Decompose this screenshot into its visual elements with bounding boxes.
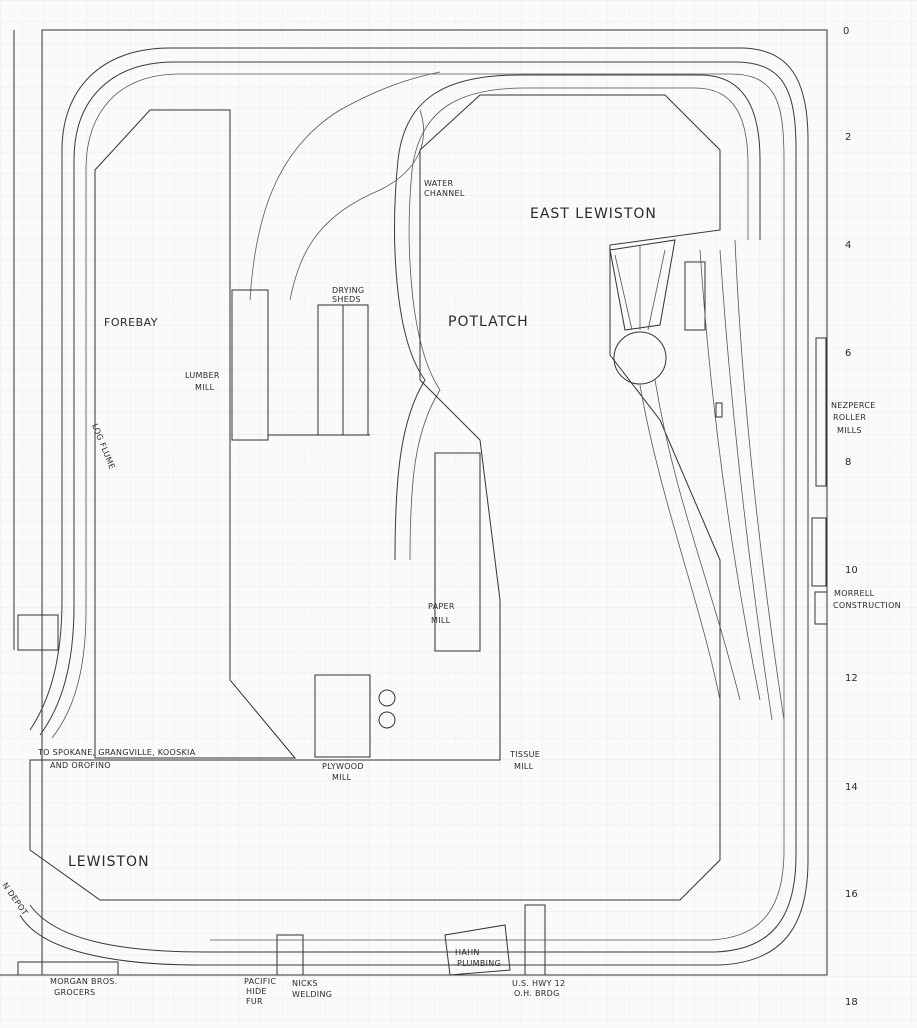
label-lumber-mill: MILL [195,383,215,392]
hahn-plumbing-building [444,924,511,976]
lumber-mill-track [249,71,441,301]
potlatch-loop-track [394,74,761,561]
scale-mark-0: 0 [843,26,849,37]
yard-track-3 [699,249,761,701]
potlatch-loop-track-b [408,87,749,561]
label-oh-brdg: O.H. BRDG [514,989,560,998]
left-spur-building [17,614,59,651]
scale-mark-16: 16 [845,889,858,900]
silo-2 [378,711,396,729]
roundhouse-stall-3 [647,249,666,331]
plywood-mill-building [314,674,371,758]
label-drying: DRYING [332,286,364,295]
label-pacific: PACIFIC [244,977,276,986]
label-nezperce: NEZPERCE [831,401,876,410]
east-lewiston-lewiston-block [29,94,721,901]
silo-1 [378,689,396,707]
water-channel-track [289,109,424,301]
small-shed [715,402,723,418]
label-and-orofino: AND OROFINO [50,761,111,770]
label-construction: CONSTRUCTION [833,601,901,610]
scale-mark-2: 2 [845,132,851,143]
turntable [613,331,667,385]
yard-track-2 [654,379,741,701]
label-east-lewiston: EAST LEWISTON [530,206,657,222]
paper-mill-building [434,452,481,652]
yard-track-5 [734,239,785,721]
label-grocers: GROCERS [54,988,95,997]
label-potlatch: POTLATCH [448,314,529,330]
label-plywood-mill: MILL [332,773,352,782]
label-nicks: NICKS [292,979,318,988]
label-lewiston: LEWISTON [68,854,150,870]
label-paper-mill: MILL [431,616,451,625]
label-hahn: HAHN [455,948,480,957]
label-tissue: TISSUE [509,750,540,759]
mainline-third [51,73,785,941]
scale-mark-18: 18 [845,997,858,1008]
scale-mark-6: 6 [845,348,851,359]
lumber-mill-area [94,109,297,759]
yard-track-1 [639,384,721,701]
roundhouse-stall-2 [614,254,633,331]
pacific-hide-building [276,934,304,976]
label-plumbing: PLUMBING [457,959,501,968]
lumber-mill-building [231,289,269,441]
scale-mark-4: 4 [845,240,851,251]
label-hide: HIDE [246,987,267,996]
morrell-building [814,591,828,625]
label-sheds: SHEDS [332,295,361,304]
roundhouse [609,239,676,331]
right-industry-building [811,517,827,587]
engine-service-building [684,261,706,331]
label-water: WATER [424,179,453,188]
label-plywood: PLYWOOD [322,762,364,771]
label-welding: WELDING [292,990,332,999]
scale-mark-8: 8 [845,457,851,468]
label-paper: PAPER [428,602,455,611]
label-mills: MILLS [837,426,862,435]
scale-mark-14: 14 [845,782,858,793]
label-us-hwy-12: U.S. HWY 12 [512,979,565,988]
label-forebay: FOREBAY [104,316,158,329]
yard-track-4 [719,249,773,721]
label-channel: CHANNEL [424,189,465,198]
label-tissue-mill: MILL [514,762,534,771]
label-morrell: MORRELL [834,589,875,598]
scale-mark-12: 12 [845,673,858,684]
label-roller: ROLLER [833,413,866,422]
label-to-spokane: TO SPOKANE, GRANGVILLE, KOOSKIA [37,748,196,757]
scale-mark-10: 10 [845,565,858,576]
highway-bridge [524,904,546,976]
nez-perce-building [815,337,827,487]
label-fur: FUR [246,997,263,1006]
morgan-bros-building [17,961,119,976]
mainline-inner [29,61,797,953]
label-lumber: LUMBER [185,371,220,380]
mainline-outer [19,47,809,966]
label-morgan-bros: MORGAN BROS. [50,977,118,986]
